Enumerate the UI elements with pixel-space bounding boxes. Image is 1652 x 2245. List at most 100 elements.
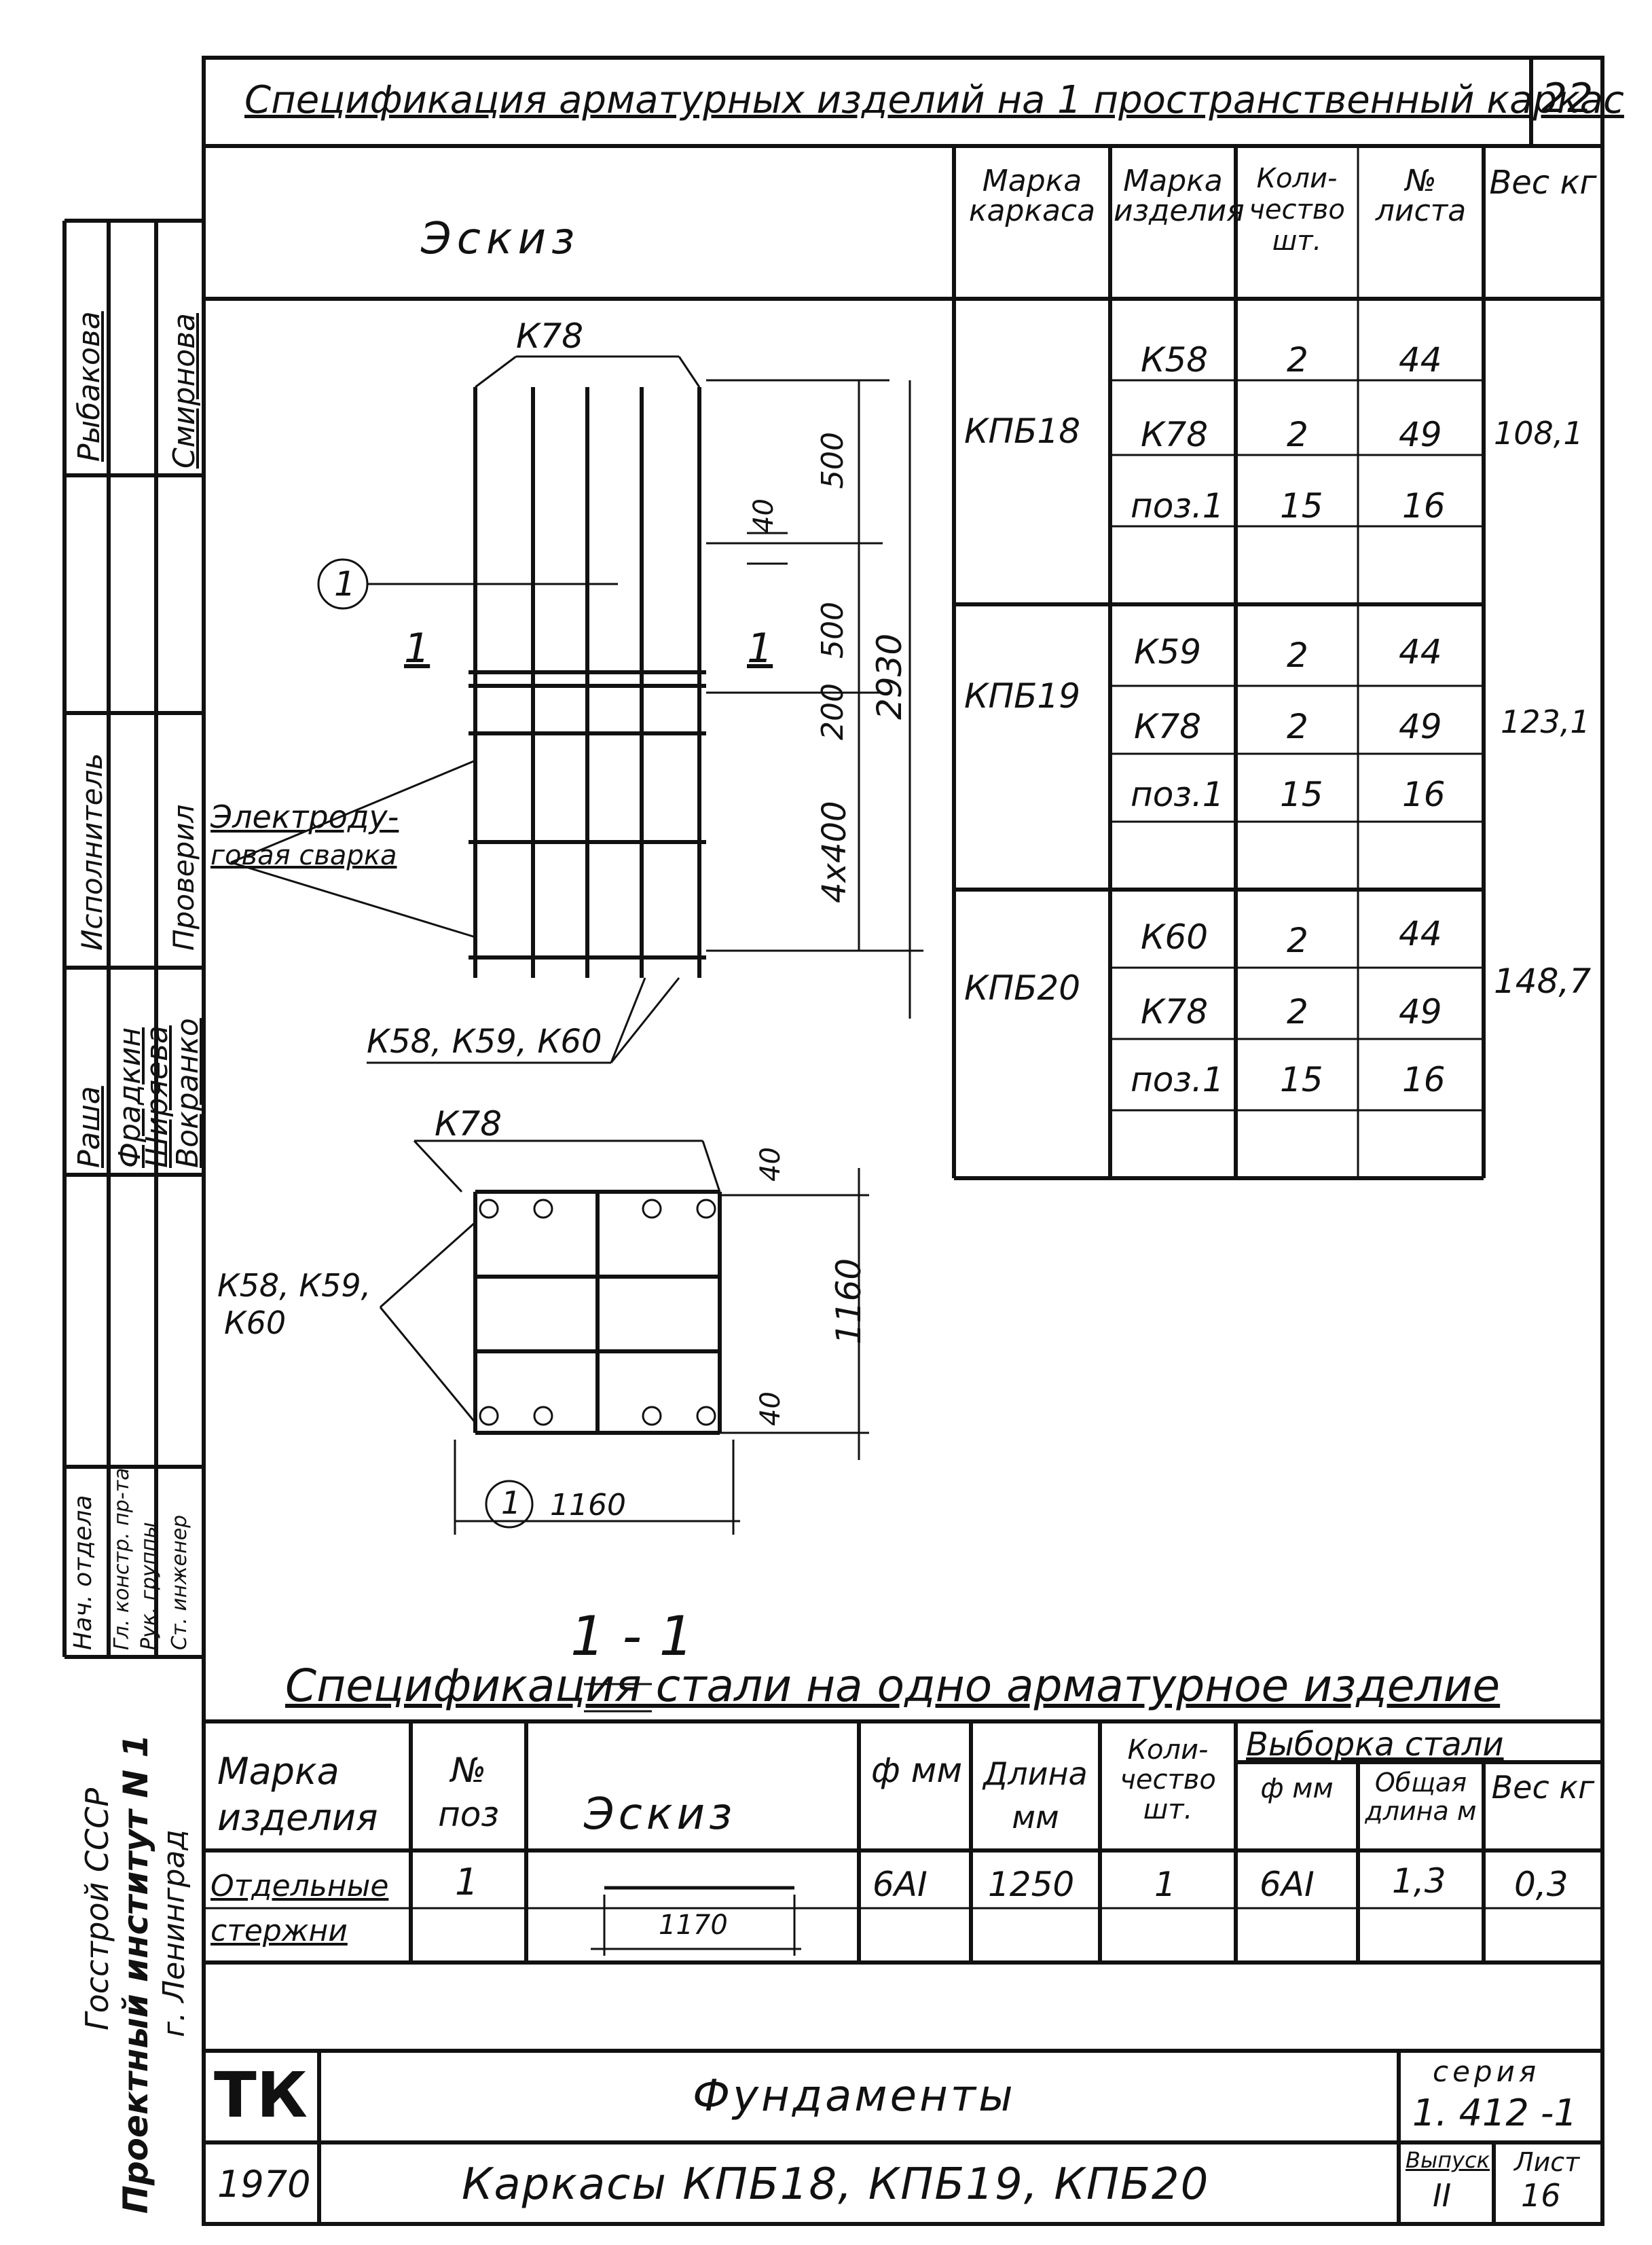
length-cell: 1250	[988, 1865, 1075, 1904]
qty-cell: 2	[1287, 992, 1308, 1032]
frame-mark-cell: КПБ18	[964, 412, 1081, 451]
doc-year: 1970	[217, 2163, 311, 2206]
sheet-value: 16	[1521, 2177, 1561, 2214]
stamp-role: Проверил	[167, 804, 200, 951]
section-bar-marks: К60	[224, 1304, 287, 1341]
item-cell: поз.1	[1131, 486, 1224, 526]
issue-label: Выпуск	[1406, 2147, 1490, 2173]
item-cell: Отдельные стержни	[210, 1869, 389, 1948]
section-bar-marks: К58, К59,	[217, 1267, 371, 1304]
weight-cell: 123,1	[1501, 704, 1590, 740]
qty-cell: 2	[1287, 340, 1308, 380]
sheet-cell: 49	[1399, 415, 1442, 454]
weight-cell: 108,1	[1494, 415, 1583, 452]
sheet-cell: 49	[1399, 707, 1442, 746]
col-length-header: Длина мм	[983, 1755, 1088, 1836]
stamp-role: Рук. группы	[137, 1522, 161, 1650]
sheet-cell: 44	[1399, 914, 1442, 953]
stamp-name: Раша	[72, 1086, 107, 1168]
issue-value: II	[1433, 2177, 1452, 2214]
col-pos-header: № поз	[438, 1751, 499, 1834]
frame-mark-cell: КПБ19	[964, 676, 1081, 716]
dim-4x400: 4х400	[815, 801, 853, 903]
weight-cell: 0,3	[1514, 1865, 1568, 1904]
col-frame-mark-header: Марка каркаса	[968, 164, 1096, 228]
dia-cell: 6AI	[873, 1865, 928, 1904]
dim-1160-vertical: 1160	[829, 1258, 868, 1345]
col-weight-header: Вес кг	[1489, 164, 1597, 202]
stamp-name: Рыбакова	[72, 311, 107, 462]
item-cell: К78	[1141, 415, 1209, 454]
item-cell: К78	[1134, 707, 1202, 746]
item-cell: К60	[1141, 917, 1209, 957]
qty-cell: 15	[1280, 775, 1323, 814]
sheet-cell: 44	[1399, 632, 1442, 672]
col-dia-header: ф мм	[870, 1751, 963, 1790]
k78-label: К78	[516, 316, 584, 356]
col-sketch-header: Эскиз	[584, 1789, 737, 1840]
stamp-name: Вокранко	[170, 1018, 205, 1168]
col-sel-dia-header: ф мм	[1260, 1773, 1334, 1804]
item-cell: К58	[1141, 340, 1209, 380]
total-length-cell: 1,3	[1392, 1861, 1446, 1901]
sel-dia-cell: 6AI	[1260, 1865, 1315, 1904]
col-item-mark-header: Марка изделия	[1114, 164, 1245, 228]
item-cell: поз.1	[1131, 775, 1224, 814]
series-label: серия	[1433, 2055, 1541, 2088]
dim-200: 200	[815, 683, 850, 740]
qty-cell: 2	[1287, 415, 1308, 454]
page-number: 22	[1541, 75, 1594, 122]
qty-cell: 15	[1280, 1060, 1323, 1099]
item-cell: поз.1	[1131, 1060, 1224, 1099]
sheet-cell: 16	[1402, 1060, 1446, 1099]
stamp-role: Ст. инженер	[168, 1514, 191, 1650]
section-title: 1 - 1	[570, 1605, 694, 1668]
section-mark-right: 1	[747, 625, 773, 672]
sketch-dim-cell: 1170	[659, 1910, 728, 1941]
position-marker: 1	[501, 1484, 521, 1521]
col-qty-header: Коли- чество шт.	[1120, 1734, 1216, 1825]
col-sketch-header: Эскиз	[421, 214, 581, 264]
k78-section-label: К78	[435, 1104, 502, 1144]
qty-cell: 2	[1287, 707, 1308, 746]
item-cell: К78	[1141, 992, 1209, 1032]
sheet-cell: 49	[1399, 992, 1442, 1032]
dim-40-bottom: 40	[755, 1391, 786, 1426]
org-name: г. Ленинград	[157, 1829, 191, 2037]
sheet-title: Спецификация арматурных изделий на 1 про…	[244, 78, 1624, 122]
stamp-role: Гл. констр. пр-та	[110, 1467, 134, 1650]
col-qty-header: Коли- чество шт.	[1249, 163, 1345, 257]
qty-cell: 2	[1287, 921, 1308, 960]
weld-label: говая сварка	[210, 840, 397, 871]
stamp-role: Нач. отдела	[69, 1495, 97, 1650]
item-cell: К59	[1134, 632, 1202, 672]
frame-mark-cell: КПБ20	[964, 968, 1081, 1008]
org-name: Госстрой СССР	[79, 1787, 115, 2030]
dim-500: 500	[815, 602, 850, 659]
sheet-label: Лист	[1514, 2147, 1580, 2177]
dim-40: 40	[748, 498, 779, 533]
weight-cell: 148,7	[1494, 962, 1592, 1001]
col-total-length-header: Общая длина м	[1365, 1768, 1477, 1826]
col-weight-header: Вес кг	[1491, 1769, 1595, 1806]
weld-label: Электроду-	[210, 799, 399, 835]
position-marker: 1	[334, 564, 356, 604]
doc-subname: Каркасы КПБ18, КПБ19, КПБ20	[462, 2159, 1210, 2210]
sheet-cell: 44	[1399, 340, 1442, 380]
qty-cell: 1	[1154, 1865, 1176, 1904]
dim-40-top: 40	[755, 1147, 786, 1182]
pos-cell: 1	[455, 1861, 479, 1903]
col-item-header: Марка изделия	[217, 1750, 378, 1839]
series-value: 1. 412 -1	[1412, 2092, 1577, 2134]
sheet-cell: 16	[1402, 775, 1446, 814]
dim-500: 500	[815, 432, 850, 489]
bar-marks-label: К58, К59, К60	[367, 1023, 602, 1061]
qty-cell: 2	[1287, 636, 1308, 675]
dim-1160-horizontal: 1160	[550, 1488, 626, 1522]
stamp-role: Исполнитель	[75, 752, 109, 951]
doc-code: ТК	[214, 2059, 308, 2132]
col-sheet-header: № листа	[1375, 164, 1467, 228]
col-selection-header: Выборка стали	[1246, 1726, 1504, 1764]
